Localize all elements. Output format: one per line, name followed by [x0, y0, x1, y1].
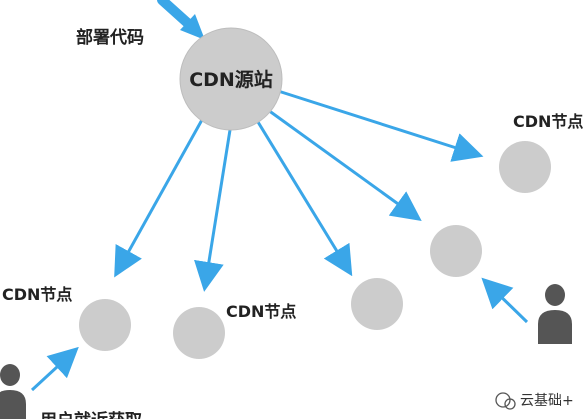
cdn-source-node: [179, 27, 283, 131]
cdn-node-label-right-top: CDN节点: [513, 112, 583, 131]
edge-source-to-left: [114, 117, 205, 278]
wechat-icon: [495, 392, 511, 408]
cdn-node-label-middle: CDN节点: [226, 302, 296, 321]
cdn-node-center-right: [351, 278, 403, 330]
user-icon-left: [0, 364, 26, 419]
cdn-node-label-left: CDN节点: [2, 285, 72, 304]
edge-user-right-to-node: [481, 277, 529, 324]
user-icon-right: [538, 284, 572, 344]
user-label: 用户就近获取: [40, 410, 142, 419]
watermark: 云基础+: [495, 392, 574, 410]
edge-source-to-right-mid: [267, 108, 422, 222]
cdn-node-right-top: [499, 141, 551, 193]
cdn-node-right-mid: [430, 225, 482, 277]
edge-source-to-right-top: [274, 88, 484, 162]
user-edges: [30, 277, 529, 392]
edge-user-left-to-node: [30, 346, 79, 392]
edge-source-to-center-right: [256, 121, 353, 277]
deploy-label: 部署代码: [76, 27, 144, 48]
deploy-arrow: [157, 0, 205, 40]
cdn-node-left: [79, 299, 131, 351]
edges: [114, 88, 484, 292]
cdn-source-label: CDN源站: [189, 68, 273, 91]
watermark-text: 云基础+: [520, 392, 574, 409]
edge-source-to-center: [194, 129, 232, 292]
cdn-node-center: [173, 307, 225, 359]
